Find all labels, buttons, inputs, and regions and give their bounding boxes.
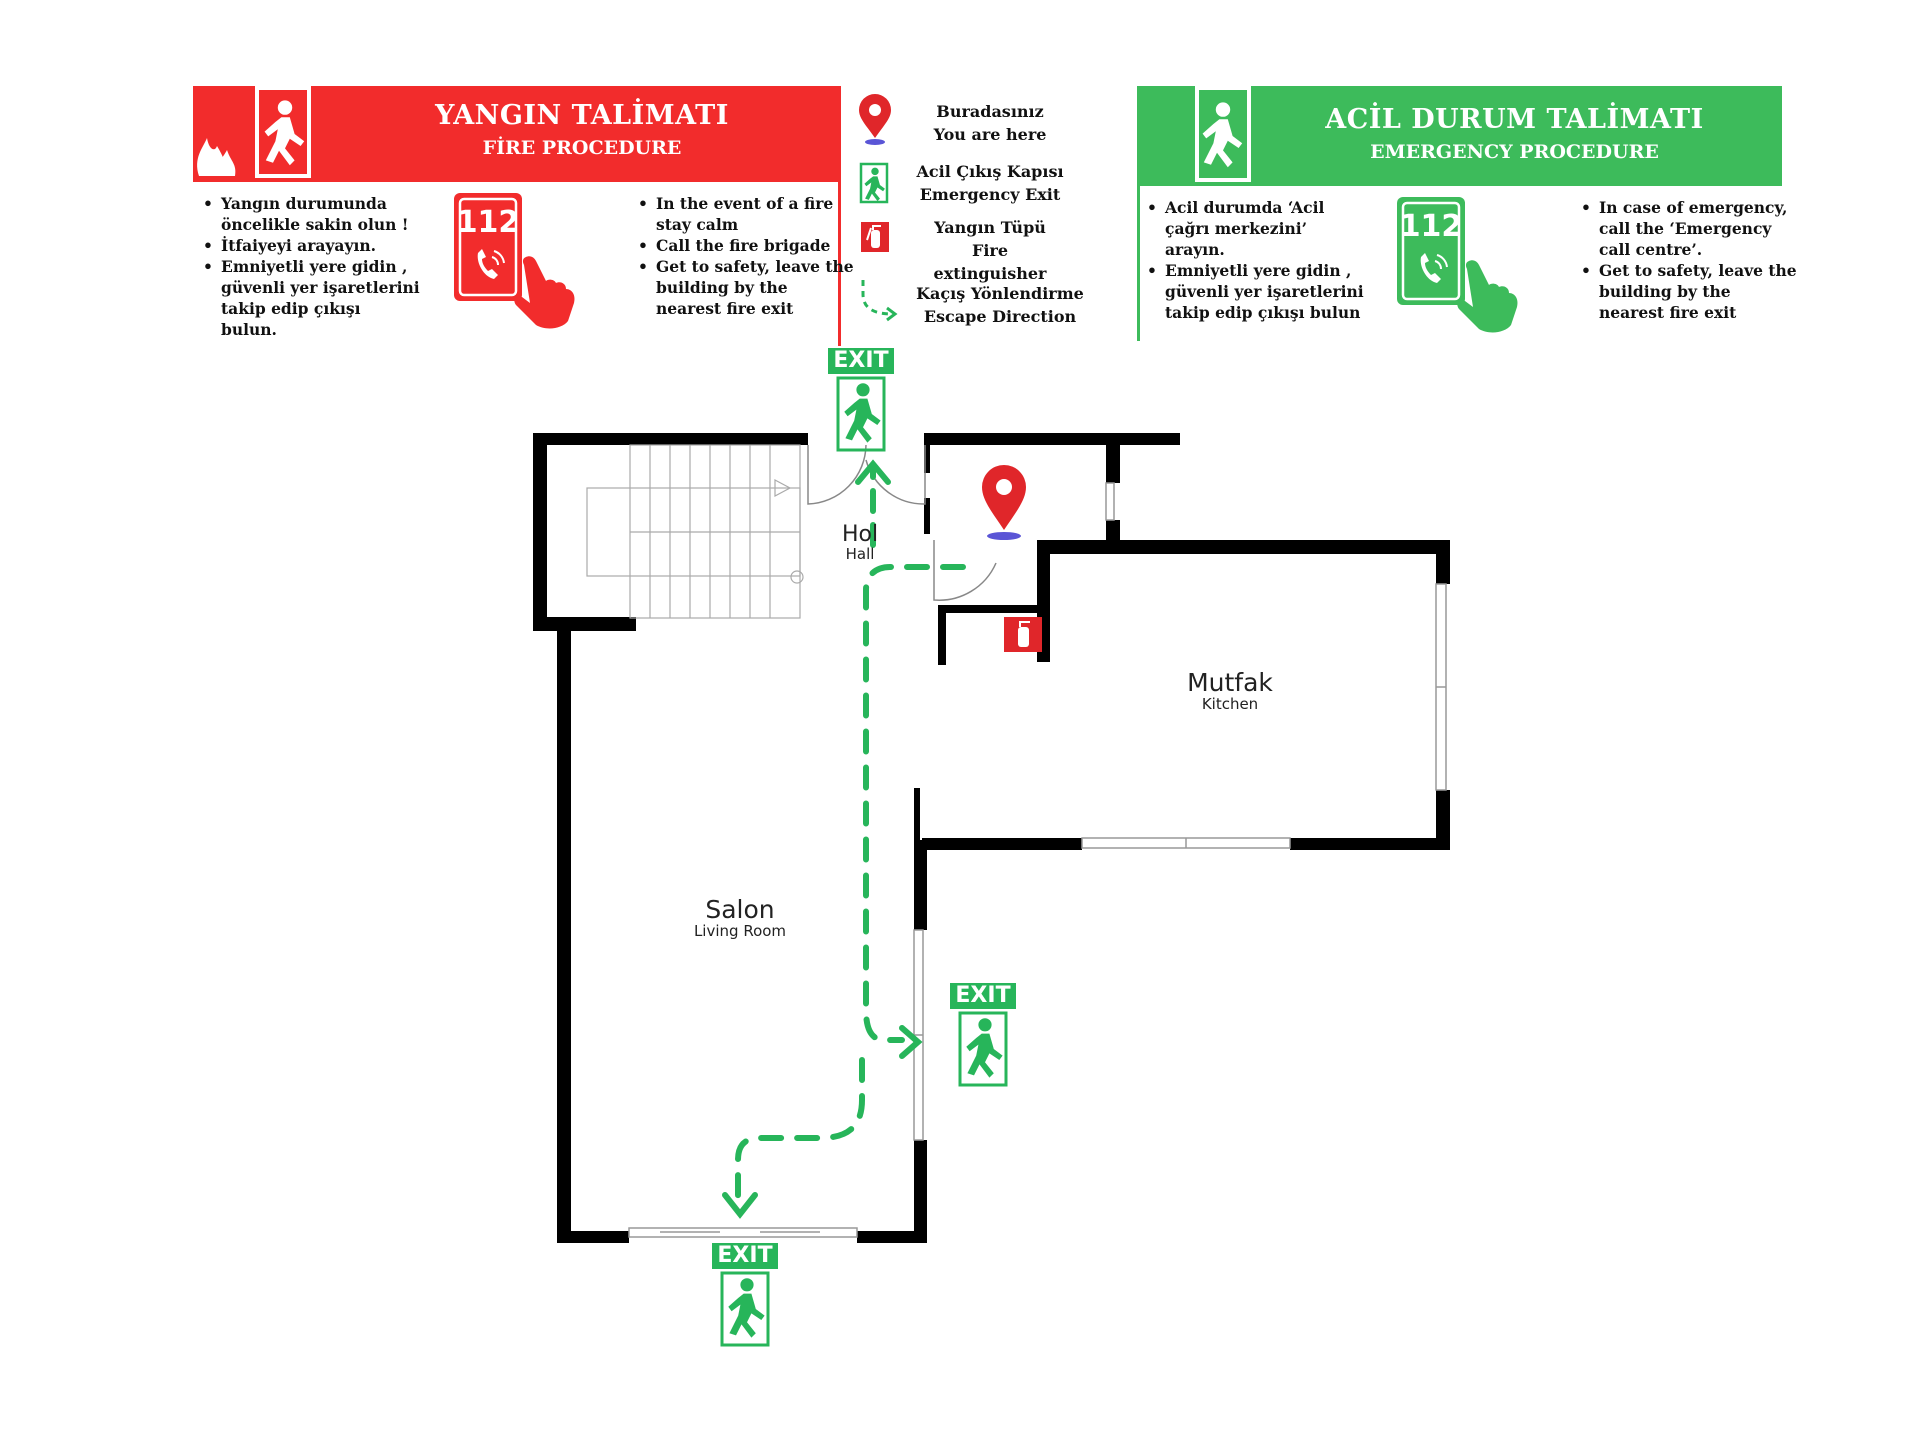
fire-phone-112: 112 [450, 193, 580, 333]
location-pin-icon [859, 94, 891, 145]
fire-running-man-icon [197, 86, 311, 178]
room-name-tr: Salon [705, 895, 775, 924]
fire-banner-title: YANGIN TALİMATI [435, 100, 729, 131]
phone-112-icon [1397, 197, 1518, 333]
windows [628, 482, 1447, 1238]
emergency-phone-112: 112 [1393, 197, 1523, 337]
room-name-tr: Hol [841, 522, 879, 547]
emergency-banner-subtitle: EMERGENCY PROCEDURE [1370, 141, 1659, 163]
exit-label: EXIT [950, 983, 1016, 1009]
emergency-banner-title: ACİL DURUM TALİMATI [1325, 104, 1704, 135]
fire-extinguisher-marker [1004, 617, 1042, 652]
room-label-hall: Hol Hall [820, 522, 900, 563]
fire-procedure-banner: YANGIN TALİMATI FİRE PROCEDURE [193, 86, 841, 182]
exit-sign-top: EXIT [828, 348, 894, 456]
list-item: Call the fire brigade [638, 235, 856, 256]
emergency-banner-titles: ACİL DURUM TALİMATI EMERGENCY PROCEDURE [1247, 104, 1782, 163]
fire-steps-tr: Yangın durumunda öncelikle sakin olun ! … [199, 193, 421, 340]
fire-banner-subtitle: FİRE PROCEDURE [482, 137, 682, 159]
fire-extinguisher-icon [861, 222, 889, 252]
emergency-running-man-icon [1195, 86, 1251, 182]
emergency-phone-number: 112 [1399, 209, 1463, 244]
escape-direction-arrow-icon [861, 280, 898, 322]
exit-sign-bottom: EXIT [712, 1243, 778, 1351]
list-item: Emniyetli yere gidin , güvenli yer işare… [203, 256, 421, 340]
fire-banner-titles: YANGIN TALİMATI FİRE PROCEDURE [323, 100, 841, 159]
list-item: Get to safety, leave the building by the… [1581, 260, 1799, 323]
emergency-procedure-banner: ACİL DURUM TALİMATI EMERGENCY PROCEDURE [1137, 86, 1782, 186]
list-item: In case of emergency, call the ‘Emergenc… [1581, 197, 1799, 260]
emergency-steps-en: In case of emergency, call the ‘Emergenc… [1577, 197, 1799, 323]
emergency-exit-icon [859, 162, 889, 204]
room-name-en: Kitchen [1201, 695, 1259, 713]
exit-label: EXIT [712, 1243, 778, 1269]
exit-runner-icon [958, 1011, 1008, 1087]
list-item: Yangın durumunda öncelikle sakin olun ! [203, 193, 421, 235]
list-item: In the event of a fire stay calm [638, 193, 856, 235]
room-name-en: Hall [845, 545, 875, 563]
emergency-steps-tr: Acil durumda ‘Acil çağrı merkezini’ aray… [1143, 197, 1365, 323]
emergency-banner-divider [1137, 86, 1140, 341]
phone-112-icon [454, 193, 575, 329]
exit-runner-icon [836, 376, 886, 452]
staircase [586, 444, 804, 619]
escape-route [722, 459, 966, 1219]
list-item: Get to safety, leave the building by the… [638, 256, 856, 319]
list-item: İtfaiyeyi arayayın. [203, 235, 421, 256]
room-name-en: Living Room [693, 922, 787, 940]
fire-phone-number: 112 [456, 205, 520, 240]
you-are-here-marker [982, 465, 1026, 540]
exit-sign-right: EXIT [950, 983, 1016, 1091]
exit-runner-icon [720, 1271, 770, 1347]
exit-label: EXIT [828, 348, 894, 374]
list-item: Acil durumda ‘Acil çağrı merkezini’ aray… [1147, 197, 1365, 260]
walls [533, 433, 1450, 1243]
room-name-tr: Mutfak [1187, 668, 1273, 697]
room-label-living: Salon Living Room [660, 895, 820, 940]
list-item: Emniyetli yere gidin , güvenli yer işare… [1147, 260, 1365, 323]
room-label-kitchen: Mutfak Kitchen [1160, 668, 1300, 713]
fire-steps-en: In the event of a fire stay calm Call th… [634, 193, 856, 319]
